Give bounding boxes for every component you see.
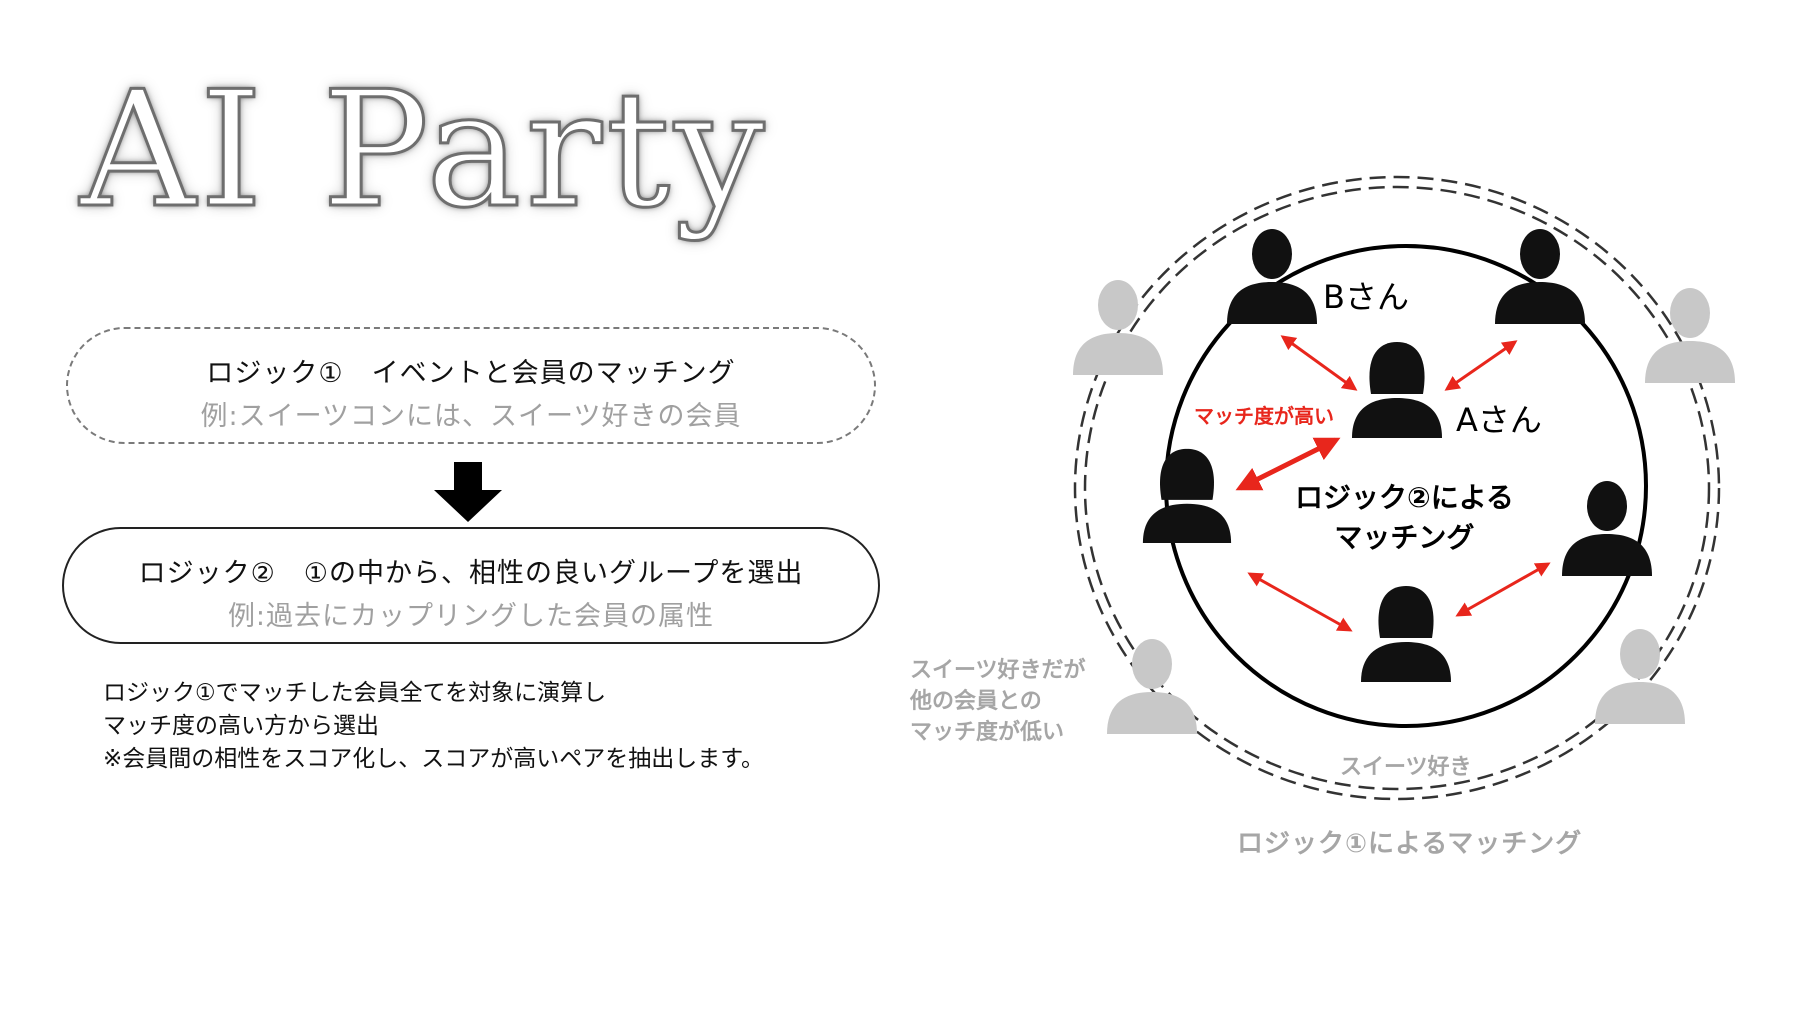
logic1-box: ロジック① イベントと会員のマッチング 例:スイーツコンには、スイーツ好きの会員 (66, 327, 876, 444)
note-line: マッチ度の高い方から選出 (103, 713, 379, 739)
note-line: ※会員間の相性をスコア化し、スコアが高いペアを抽出します。 (103, 746, 764, 772)
person-icon (1361, 586, 1451, 682)
logic2-box: ロジック② ①の中から、相性の良いグループを選出 例:過去にカップリングした会員… (62, 527, 880, 644)
high-match-label: マッチ度が高い (1194, 404, 1334, 428)
match-arrow (1444, 340, 1518, 391)
logic2-matching-label: ロジック②による マッチング (1295, 478, 1514, 558)
outside-note-line: マッチ度が低い (910, 720, 1065, 745)
match-arrow (1455, 562, 1551, 617)
logic2-label-line: マッチング (1334, 521, 1475, 554)
logic1-heading: ロジック① イベントと会員のマッチング (206, 358, 736, 389)
outside-note: スイーツ好きだが 他の会員との マッチ度が低い (910, 655, 1086, 748)
grey-person-icon (1073, 280, 1163, 375)
person-b-label: Bさん (1323, 278, 1409, 316)
note-line: ロジック①でマッチした会員全てを対象に演算し (103, 680, 607, 706)
grey-person-icon (1645, 288, 1735, 383)
match-arrow (1280, 335, 1358, 391)
logic2-label-line: ロジック②による (1295, 481, 1514, 514)
person-b-icon (1227, 229, 1317, 324)
person-icon (1562, 481, 1652, 576)
logic1-caption: ロジック①によるマッチング (1237, 829, 1583, 859)
logic1-example: 例:スイーツコンには、スイーツ好きの会員 (200, 401, 742, 432)
grey-person-icon (1595, 629, 1685, 724)
grey-person-icon (1107, 639, 1197, 734)
person-icon (1142, 448, 1232, 543)
sweets-lover-label: スイーツ好き (1340, 755, 1472, 780)
outside-note-line: 他の会員との (910, 689, 1042, 714)
outside-note-line: スイーツ好きだが (910, 658, 1086, 683)
person-a-icon (1352, 342, 1442, 438)
match-arrow-thick (1235, 437, 1341, 491)
match-arrow (1247, 572, 1353, 632)
page-title: AI Party (79, 56, 769, 243)
logic1-ring (1073, 175, 1721, 801)
logic2-heading: ロジック② ①の中から、相性の良いグループを選出 (138, 558, 804, 589)
logic2-example: 例:過去にカップリングした会員の属性 (227, 601, 715, 632)
person-icon (1495, 229, 1585, 324)
notes: ロジック①でマッチした会員全てを対象に演算し マッチ度の高い方から選出 ※会員間… (103, 677, 764, 776)
person-a-label: Aさん (1456, 401, 1542, 439)
